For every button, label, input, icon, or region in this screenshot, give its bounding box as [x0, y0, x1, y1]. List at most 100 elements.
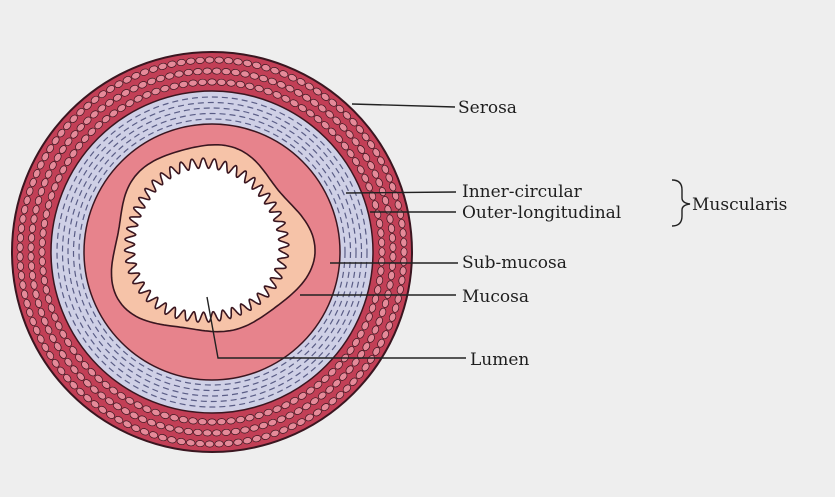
serosa-cell [83, 101, 92, 110]
serosa-cell [216, 418, 227, 426]
muscularis-label: Muscularis [692, 195, 787, 215]
serosa-cell [392, 303, 400, 313]
serosa-cell [361, 362, 370, 372]
muscle-fiber-line [56, 96, 368, 408]
serosa-cell [70, 365, 79, 374]
serosa-cell [37, 187, 46, 197]
serosa-cell [140, 428, 150, 436]
serosa-cell [178, 416, 189, 424]
serosa-cell [245, 414, 255, 422]
serosa-cell [340, 141, 349, 151]
serosa-cell [254, 411, 264, 419]
serosa-cell [212, 67, 222, 75]
serosa-cell [252, 61, 262, 69]
serosa-cell [320, 403, 330, 412]
serosa-cell [49, 333, 57, 343]
serosa-cell [306, 386, 315, 395]
serosa-cell [376, 218, 384, 229]
serosa-cell [167, 436, 177, 444]
serosa-cell [149, 65, 159, 73]
serosa-cell [131, 424, 141, 432]
serosa-cell [378, 237, 386, 248]
serosa-cell [97, 391, 107, 400]
serosa-cell [388, 233, 396, 243]
serosa-cell [33, 325, 41, 335]
serosa-cell [285, 411, 295, 420]
serosa-cell [351, 357, 360, 367]
serosa-cell [357, 145, 366, 154]
serosa-cell [377, 338, 385, 348]
serosa-cell [371, 200, 379, 210]
serosa-cell [240, 426, 250, 434]
serosa-cell [188, 79, 198, 87]
serosa-cell [42, 285, 50, 295]
serosa-cell [249, 72, 259, 80]
serosa-cell [372, 148, 381, 157]
serosa-cell [342, 111, 352, 120]
serosa-cell [109, 109, 118, 118]
serosa-cell [335, 391, 345, 400]
serosa-cell [317, 104, 327, 113]
serosa-cell [305, 413, 314, 422]
serosa-cell [202, 67, 212, 75]
serosa-cell [76, 108, 85, 117]
outer-longitudinal-label: Outer-longitudinal [462, 203, 621, 223]
mucosa-label: Mucosa [462, 287, 529, 307]
serosa-cell [261, 64, 271, 72]
serosa-cell [310, 98, 319, 107]
serosa-cell [90, 95, 100, 104]
serosa-cell [46, 351, 55, 360]
serosa-cell [216, 78, 227, 86]
serosa-cell [151, 408, 161, 417]
serosa-cell [270, 67, 280, 75]
serosa-cell [69, 114, 78, 123]
inner-circular-label: Inner-circular [462, 182, 583, 202]
serosa-cell [355, 370, 364, 379]
serosa-cell [63, 374, 72, 383]
lumen-label: Lumen [470, 350, 529, 370]
serosa-cell [64, 338, 72, 347]
serosa-cell [105, 397, 114, 406]
serosa-cell [55, 321, 63, 331]
serosa-cell [355, 125, 364, 134]
serosa-cell [288, 74, 297, 82]
serosa-cell [249, 424, 259, 432]
serosa-cell [138, 415, 148, 423]
serosa-cell [394, 200, 402, 210]
serosa-cell [51, 136, 60, 145]
serosa-cell [90, 385, 99, 394]
serosa-cell [365, 312, 373, 322]
serosa-cell [202, 429, 212, 437]
serosa-cell [233, 438, 243, 446]
serosa-cell [57, 128, 66, 138]
serosa-cell [45, 200, 53, 210]
serosa-cell [109, 386, 118, 395]
serosa-cell [32, 289, 40, 299]
serosa-cell [313, 115, 323, 124]
serosa-cell [51, 359, 60, 368]
serosa-cell [233, 58, 243, 66]
serosa-cell [317, 391, 327, 400]
serosa-cell [221, 68, 231, 76]
serosa-cell [27, 252, 35, 262]
serosa-cell [188, 417, 198, 425]
serosa-cell [28, 261, 36, 271]
serosa-cell [40, 218, 48, 229]
serosa-cell [158, 434, 168, 442]
serosa-cell [176, 59, 186, 66]
serosa-cell [226, 79, 236, 87]
serosa-cell [325, 110, 334, 119]
serosa-cell [378, 247, 386, 257]
serosa-cell [267, 418, 277, 427]
serosa-cell [16, 242, 24, 252]
serosa-cell [400, 256, 408, 267]
serosa-cell [230, 69, 241, 76]
serosa-cell [334, 134, 343, 143]
serosa-cell [122, 76, 132, 84]
serosa-cell [178, 80, 189, 88]
serosa-cell [371, 325, 380, 335]
serosa-cell [371, 169, 380, 179]
serosa-cell [37, 160, 45, 170]
serosa-cell [98, 90, 107, 99]
